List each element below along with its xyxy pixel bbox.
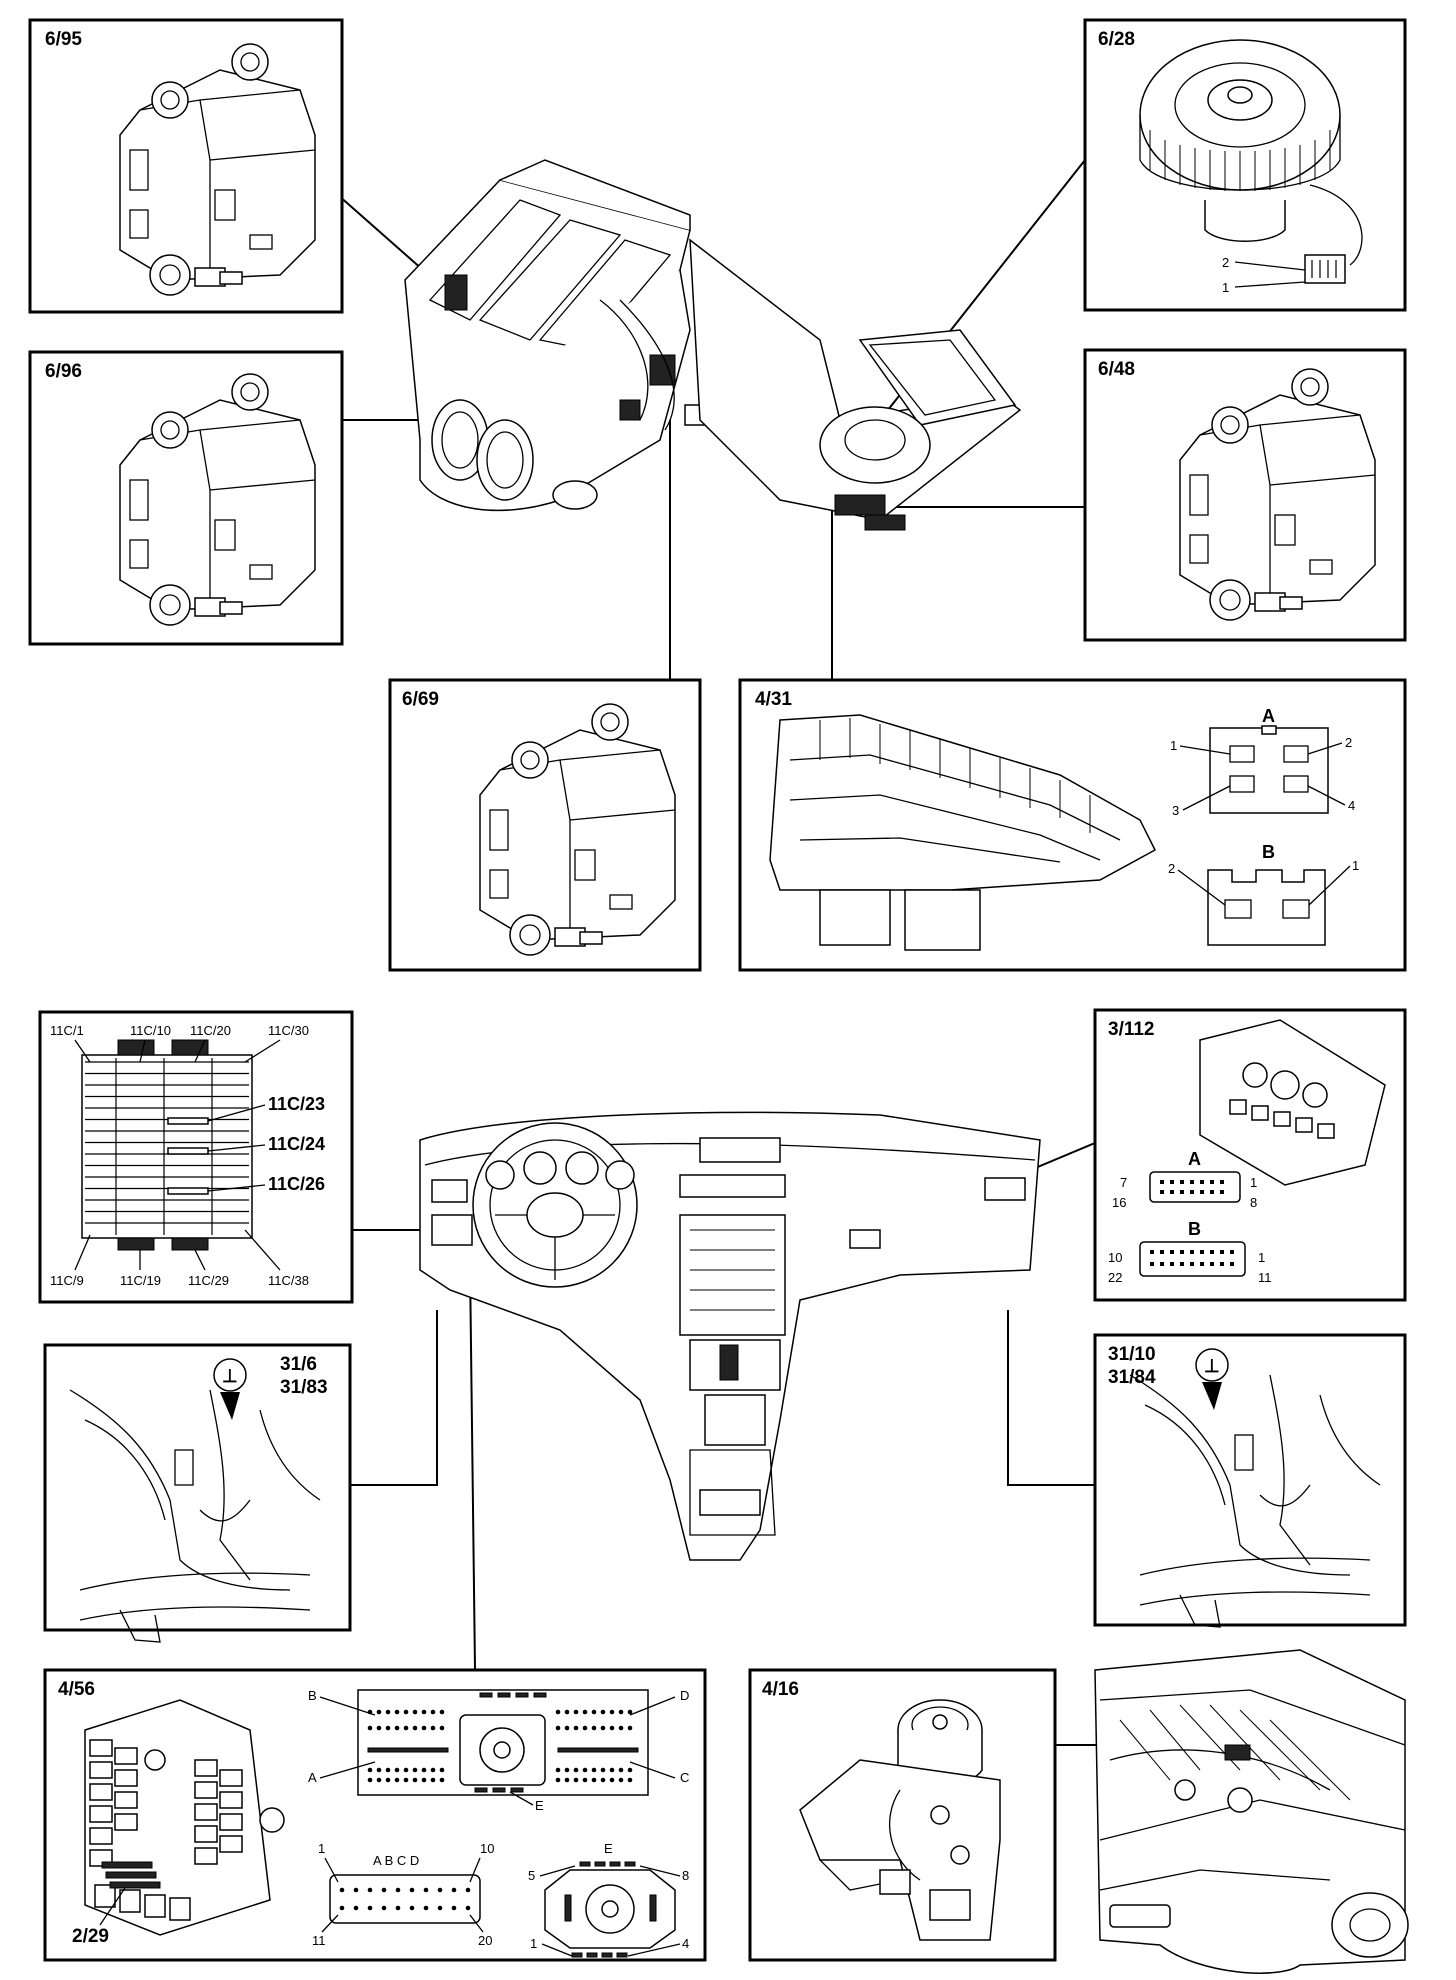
connector-4-56-e-label: E bbox=[535, 1798, 544, 1813]
fuse-11c-9-label: 11C/9 bbox=[50, 1273, 84, 1288]
component-6-69-box: 6/69 bbox=[388, 678, 702, 972]
connector-3-112-b-pin-10: 10 bbox=[1108, 1250, 1122, 1265]
strip-pin-10: 10 bbox=[480, 1841, 494, 1856]
dashboard-illustration bbox=[419, 1111, 1041, 1561]
leader-lines bbox=[269, 134, 1290, 1746]
fuse-11c-24-label: 11C/24 bbox=[268, 1134, 325, 1154]
fuse-block-11c-box: 11C/1 11C/10 11C/20 11C/30 11C/23 11C/24… bbox=[38, 1010, 354, 1304]
blower-motor-drawing bbox=[1139, 39, 1363, 284]
component-label-3-112: 3/112 bbox=[1108, 1019, 1155, 1040]
e-conn-pin-8: 8 bbox=[682, 1868, 689, 1883]
connector-4-56-b-label: B bbox=[308, 1688, 317, 1703]
strip-pin-20: 20 bbox=[478, 1933, 492, 1948]
component-label-31-83: 31/83 bbox=[280, 1377, 328, 1398]
component-label-6-48: 6/48 bbox=[1098, 359, 1135, 380]
component-3-112-box: 3/112 A 7 16 1 8 bbox=[1093, 1008, 1407, 1302]
strip-letters: A B C D bbox=[373, 1853, 419, 1868]
connector-4-31-a-pin-4: 4 bbox=[1348, 798, 1355, 813]
component-label-6-69: 6/69 bbox=[402, 689, 439, 710]
component-label-31-10: 31/10 bbox=[1108, 1344, 1156, 1365]
component-label-4-16: 4/16 bbox=[762, 1679, 799, 1700]
connector-3-112-b: B 10 22 1 11 bbox=[1108, 1219, 1272, 1285]
component-label-6-96: 6/96 bbox=[45, 361, 82, 382]
connector-4-56-c-label: C bbox=[680, 1770, 689, 1785]
component-label-4-56: 4/56 bbox=[58, 1679, 95, 1700]
connector-4-56-e: E 5 8 1 4 bbox=[528, 1841, 689, 1958]
ground-point-31-6-box: 31/6 31/83 ⊥ bbox=[43, 1343, 352, 1643]
connector-3-112-b-pin-22: 22 bbox=[1108, 1270, 1122, 1285]
fuse-11c-23-label: 11C/23 bbox=[268, 1094, 325, 1114]
connector-4-31-a: A 1 2 3 4 bbox=[1170, 706, 1355, 818]
component-label-4-31: 4/31 bbox=[755, 689, 792, 710]
blower-pin-1: 1 bbox=[1222, 280, 1229, 295]
e-conn-pin-4: 4 bbox=[682, 1936, 689, 1951]
connector-3-112-b-pin-1: 1 bbox=[1258, 1250, 1265, 1265]
ground-symbol-right: ⊥ bbox=[1204, 1356, 1220, 1376]
connector-4-31-b: B 2 1 bbox=[1168, 842, 1359, 946]
connector-4-56-main: B D A C E bbox=[308, 1688, 689, 1813]
fuse-11c-29-label: 11C/29 bbox=[188, 1273, 229, 1288]
fuse-11c-1-label: 11C/1 bbox=[50, 1023, 84, 1038]
component-4-16-box: 4/16 bbox=[748, 1668, 1057, 1962]
component-label-31-84: 31/84 bbox=[1108, 1367, 1156, 1388]
fuse-11c-38-label: 11C/38 bbox=[268, 1273, 309, 1288]
blower-pin-2: 2 bbox=[1222, 255, 1229, 270]
strip-pin-1: 1 bbox=[318, 1841, 325, 1856]
connector-3-112-a-pin-8: 8 bbox=[1250, 1195, 1257, 1210]
component-6-96-box: 6/96 bbox=[28, 350, 344, 646]
fuse-11c-20-label: 11C/20 bbox=[190, 1023, 231, 1038]
connector-3-112-b-label: B bbox=[1188, 1219, 1201, 1239]
connector-4-56-a-label: A bbox=[308, 1770, 317, 1785]
connector-4-31-b-label: B bbox=[1262, 842, 1275, 862]
e-conn-pin-5: 5 bbox=[528, 1868, 535, 1883]
component-6-28-box: 6/28 2 1 bbox=[1083, 18, 1407, 312]
connector-3-112-a-label: A bbox=[1188, 1149, 1201, 1169]
connector-3-112-a: A 7 16 1 8 bbox=[1112, 1149, 1257, 1210]
fuse-11c-19-label: 11C/19 bbox=[120, 1273, 161, 1288]
ground-point-31-10-box: 31/10 31/84 ⊥ bbox=[1093, 1333, 1407, 1628]
central-electronic-module-drawing bbox=[84, 1699, 285, 1936]
power-stage-drawing bbox=[769, 714, 1156, 951]
connector-4-31-a-pin-1: 1 bbox=[1170, 738, 1177, 753]
component-6-95-box: 6/95 bbox=[28, 18, 344, 314]
component-4-31-box: 4/31 A 1 2 3 bbox=[738, 678, 1407, 972]
component-4-56-box: 4/56 2/29 bbox=[43, 1668, 707, 1962]
connector-3-112-b-pin-11: 11 bbox=[1258, 1270, 1272, 1285]
climate-control-panel-drawing bbox=[1199, 1019, 1386, 1186]
fuse-11c-30-label: 11C/30 bbox=[268, 1023, 309, 1038]
hvac-unit-illustration bbox=[404, 159, 1022, 531]
connector-3-112-a-pin-1: 1 bbox=[1250, 1175, 1257, 1190]
e-conn-pin-1: 1 bbox=[530, 1936, 537, 1951]
strip-pin-11: 11 bbox=[312, 1933, 326, 1948]
ground-symbol-left: ⊥ bbox=[222, 1366, 238, 1386]
connector-4-31-a-pin-2: 2 bbox=[1345, 735, 1352, 750]
servo-motor-drawing bbox=[799, 1699, 1001, 1941]
connector-4-31-a-label: A bbox=[1262, 706, 1275, 726]
component-label-31-6: 31/6 bbox=[280, 1354, 317, 1375]
connector-4-56-d-label: D bbox=[680, 1688, 689, 1703]
connector-4-31-b-pin-1: 1 bbox=[1352, 858, 1359, 873]
car-engine-bay-illustration bbox=[1094, 1649, 1409, 1974]
connector-4-31-b-pin-2: 2 bbox=[1168, 861, 1175, 876]
connector-4-31-a-pin-3: 3 bbox=[1172, 803, 1179, 818]
connector-3-112-a-pin-7: 7 bbox=[1120, 1175, 1127, 1190]
connector-4-56-strip: 1 10 A B C D 11 20 bbox=[312, 1841, 494, 1948]
e-conn-label: E bbox=[604, 1841, 613, 1856]
component-label-6-28: 6/28 bbox=[1098, 29, 1135, 50]
component-label-6-95: 6/95 bbox=[45, 29, 82, 50]
fuse-11c-26-label: 11C/26 bbox=[268, 1174, 325, 1194]
component-6-48-box: 6/48 bbox=[1083, 348, 1407, 642]
fuse-block-drawing bbox=[81, 1039, 253, 1251]
component-label-2-29: 2/29 bbox=[72, 1926, 109, 1947]
fuse-11c-10-label: 11C/10 bbox=[130, 1023, 171, 1038]
connector-3-112-a-pin-16: 16 bbox=[1112, 1195, 1126, 1210]
